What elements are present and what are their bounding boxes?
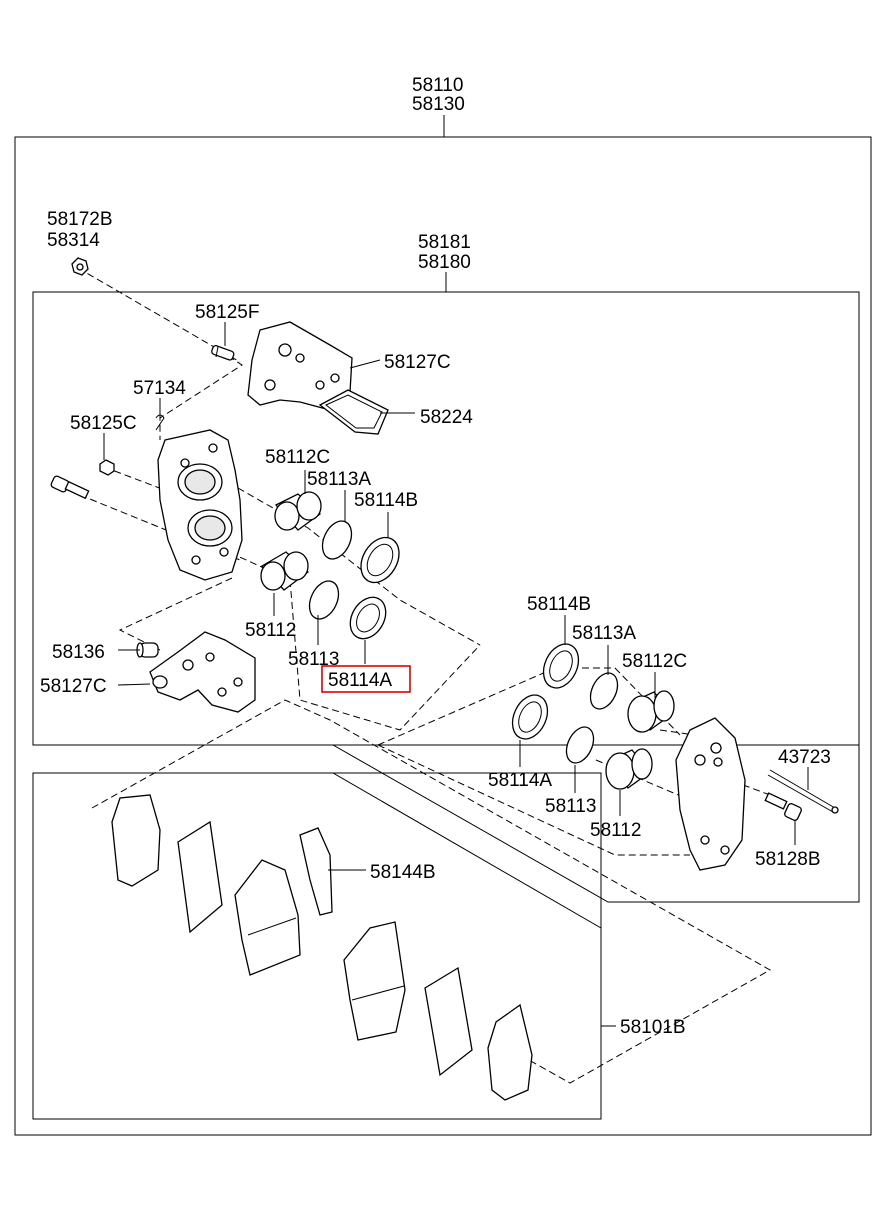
- label-58136: 58136: [52, 642, 105, 663]
- label-58114A-left-highlighted[interactable]: 58114A: [328, 670, 392, 691]
- label-58125C: 58125C: [70, 413, 137, 434]
- label-58125F: 58125F: [195, 302, 259, 323]
- seal-58113-right: [565, 726, 595, 764]
- bleeder-screw-part: [71, 257, 89, 276]
- caliper-frame-step: [33, 744, 860, 903]
- boot-58114A-left: [349, 596, 387, 640]
- long-pin-part: [767, 769, 839, 814]
- guide-pin-part: [211, 345, 235, 361]
- anti-rattle-clip: [299, 827, 333, 916]
- highlight-box: [321, 665, 411, 693]
- label-58113-left: 58113: [288, 649, 339, 670]
- seal-58113-left: [308, 580, 340, 620]
- shim-inner-right: [424, 966, 473, 1077]
- label-58114B-left: 58114B: [354, 490, 418, 511]
- label-43723: 43723: [778, 747, 831, 768]
- pin-guide: [159, 355, 243, 440]
- label-58144B: 58144B: [370, 862, 436, 883]
- label-58130: 58130: [412, 94, 465, 115]
- shim-inner-left: [177, 820, 223, 934]
- boot-58114A-right: [511, 694, 549, 740]
- pad-guide: [91, 699, 772, 1084]
- spring-pin-part: [155, 414, 165, 431]
- label-58127C-bottom: 58127C: [40, 676, 107, 697]
- right-kit-guide-lower: [377, 744, 690, 856]
- assembly-frame: [14, 136, 872, 1136]
- label-58101B: 58101B: [620, 1017, 686, 1038]
- label-58127C-top: 58127C: [384, 352, 451, 373]
- leader-58127C-top: [349, 359, 381, 369]
- shim-outer-left: [111, 794, 161, 887]
- seal-58113A-right: [589, 672, 619, 710]
- label-58114A-right: 58114A: [488, 770, 552, 791]
- label-58314: 58314: [47, 230, 100, 251]
- mounting-bolt-part: [50, 475, 90, 500]
- label-58113-right: 58113: [545, 796, 596, 817]
- caliper-bracket-lower-part: [149, 631, 256, 713]
- leader-58127C-bottom: [117, 683, 151, 686]
- piston-58112-left: [260, 551, 310, 591]
- small-bolt-part: [99, 459, 115, 476]
- brake-pad-left: [234, 859, 301, 976]
- boot-58114B-left: [360, 536, 400, 584]
- brake-pad-right: [343, 921, 406, 1041]
- label-58110: 58110: [412, 75, 463, 96]
- caliper-housing-right-part: [675, 717, 746, 871]
- label-58224: 58224: [420, 407, 473, 428]
- label-58112C-left: 58112C: [265, 447, 330, 468]
- right-caliper-guide: [659, 729, 696, 736]
- piston-guide-upper: [237, 487, 481, 646]
- piston-58112C-left: [274, 491, 322, 531]
- shim-inner: [325, 394, 383, 429]
- boot-58114B-right: [542, 643, 580, 689]
- shim-part: [318, 389, 389, 435]
- label-58172B: 58172B: [47, 209, 113, 230]
- label-57134: 57134: [133, 378, 186, 399]
- bushing-part: [136, 642, 159, 658]
- label-58114B-right: 58114B: [527, 594, 591, 615]
- shim-outer-right: [487, 1003, 533, 1101]
- bolt-58128B-part: [764, 792, 802, 821]
- caliper-housing-left-part: [157, 429, 243, 581]
- label-58112-left: 58112: [245, 620, 296, 641]
- label-58128B: 58128B: [755, 849, 821, 870]
- label-58112C-right: 58112C: [622, 651, 687, 672]
- piston-58112-right: [605, 748, 653, 790]
- piston-58112C-right: [627, 690, 675, 733]
- guide-58136: [118, 577, 233, 651]
- label-58113A-left: 58113A: [307, 469, 371, 490]
- label-58180: 58180: [418, 252, 471, 273]
- label-58113A-right: 58113A: [572, 623, 636, 644]
- label-58112-right: 58112: [590, 820, 641, 841]
- seal-58113A-left: [321, 520, 353, 560]
- caliper-bracket-upper-part: [247, 321, 353, 411]
- pad-frame-step: [33, 772, 602, 1119]
- label-58181: 58181: [418, 232, 471, 253]
